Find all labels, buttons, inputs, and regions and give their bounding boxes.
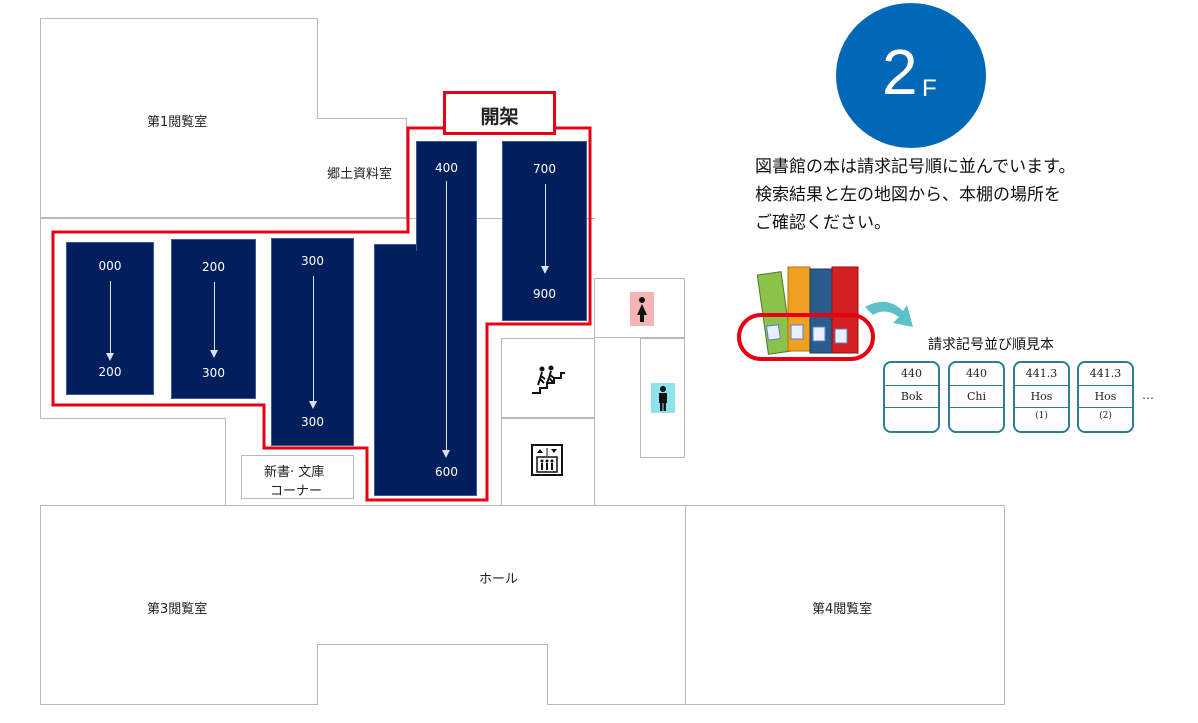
card-divider xyxy=(1015,385,1068,386)
mens-restroom-area[interactable] xyxy=(640,338,685,458)
card-author: Hos xyxy=(1030,390,1053,403)
shelf-start-label: 200 xyxy=(202,260,225,274)
room-local-materials[interactable]: 郷土資料室 xyxy=(317,118,407,218)
room-reading1-label: 第1閲覧室 xyxy=(147,115,208,130)
womens-restroom[interactable] xyxy=(630,292,654,326)
card-divider xyxy=(885,385,938,386)
info-line2: 検索結果と左の地図から、本棚の場所を xyxy=(755,185,1061,205)
card-divider xyxy=(1015,407,1068,408)
stairs-area[interactable] xyxy=(501,338,595,418)
info-line3: ご確認ください。 xyxy=(755,213,891,233)
card-divider xyxy=(950,385,1003,386)
card-divider xyxy=(950,407,1003,408)
card-class-no: 440 xyxy=(966,367,987,380)
mens-restroom xyxy=(651,383,675,413)
card-divider xyxy=(1079,407,1132,408)
floor-badge: 2 F xyxy=(836,3,986,148)
room-reading4-label: 第4閲覧室 xyxy=(812,602,873,617)
shelf-arrow-head xyxy=(308,401,317,409)
stairs-icon xyxy=(530,365,566,395)
stack-floor-divider xyxy=(40,418,225,419)
info-line1: 図書館の本は請求記号順に並んでいます。 xyxy=(755,157,1076,177)
card-divider xyxy=(885,407,938,408)
card-author: Hos xyxy=(1094,390,1117,403)
shelf-start-label: 000 xyxy=(98,259,122,273)
shelf-arrow-line xyxy=(213,282,215,352)
call-number-ellipsis: … xyxy=(1142,388,1154,402)
shelf-700-900[interactable]: 700 900 xyxy=(502,141,587,321)
call-number-card: 441.3 Hos (2) xyxy=(1077,361,1134,433)
shelf-start-label: 700 xyxy=(533,162,556,176)
shelf-arrow-head xyxy=(442,450,450,458)
elevator-icon xyxy=(531,444,563,476)
new-books-corner[interactable]: 新書· 文庫 コーナー xyxy=(241,455,354,499)
shelf-200-300[interactable]: 200 300 xyxy=(171,239,256,399)
mens-restroom-icon xyxy=(659,386,667,411)
shelf-start-label: 300 xyxy=(301,254,324,268)
shelf-end-label: 300 xyxy=(301,415,324,429)
open-stacks-outline xyxy=(51,126,592,502)
shelf-end-label: 200 xyxy=(98,365,122,379)
room-reading3-label: 第3閲覧室 xyxy=(147,602,208,617)
shelf-arrow-line xyxy=(446,181,447,453)
shelf-end-label: 300 xyxy=(202,366,225,380)
shelf-400-600[interactable] xyxy=(374,244,477,496)
elevator-area[interactable] xyxy=(501,418,595,506)
floor-suffix: F xyxy=(922,75,937,102)
floor-number: 2 xyxy=(882,36,918,108)
call-number-card: 440 Bok xyxy=(883,361,940,433)
books-illustration xyxy=(737,266,913,361)
card-class-no: 440 xyxy=(901,367,922,380)
room-reading1[interactable]: 第1閲覧室 xyxy=(40,18,318,218)
card-vol: (2) xyxy=(1099,411,1112,421)
open-stacks-label: 開架 xyxy=(480,106,519,128)
shelf-300-300[interactable]: 300 300 xyxy=(271,238,354,446)
womens-restroom-icon xyxy=(637,297,647,322)
card-class-no: 441.3 xyxy=(1025,367,1058,380)
info-text: 図書館の本は請求記号順に並んでいます。 検索結果と左の地図から、本棚の場所を ご… xyxy=(755,153,1175,237)
card-vol: (1) xyxy=(1035,411,1048,421)
shelf-arrow-line xyxy=(544,184,546,268)
shelf-end-label: 600 xyxy=(435,465,458,479)
shelf-000-200[interactable]: 000 200 xyxy=(66,242,154,395)
shelf-arrow-line xyxy=(110,281,111,355)
shelf-end-label: 900 xyxy=(533,287,556,301)
card-class-no: 441.3 xyxy=(1089,367,1122,380)
room-local-materials-label: 郷土資料室 xyxy=(327,167,393,182)
new-books-label-line2: コーナー xyxy=(270,484,323,499)
card-author: Bok xyxy=(900,390,923,403)
new-books-label-line1: 新書· 文庫 xyxy=(264,465,325,480)
shelf-arrow-head xyxy=(209,350,218,358)
card-divider xyxy=(1079,385,1132,386)
hall-label: ホール xyxy=(479,572,519,587)
call-number-sample-title: 請求記号並び順見本 xyxy=(928,337,1054,353)
card-author: Chi xyxy=(966,390,987,403)
floor-map: 第1閲覧室 郷土資料室 xyxy=(40,18,1005,705)
shelf-arrow-line xyxy=(312,276,314,404)
call-number-card: 440 Chi xyxy=(948,361,1005,433)
open-stacks-label-box: 開架 xyxy=(443,91,556,135)
room-reading4[interactable]: 第4閲覧室 xyxy=(685,505,1005,705)
shelf-start-label: 400 xyxy=(435,161,458,175)
shelf-arrow-head xyxy=(540,266,549,274)
call-number-card: 441.3 Hos (1) xyxy=(1013,361,1070,433)
shelf-arrow-head xyxy=(106,353,114,361)
hall[interactable]: ホール xyxy=(317,505,686,645)
